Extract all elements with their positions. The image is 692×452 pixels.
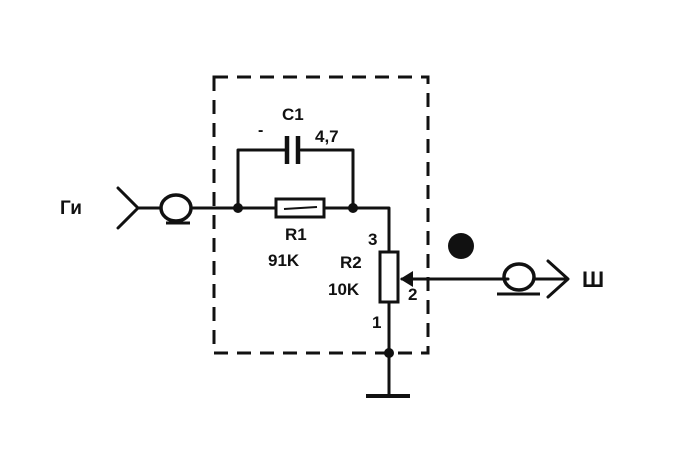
capacitor-c1 bbox=[284, 136, 301, 164]
r1-ref-label: R1 bbox=[285, 225, 307, 244]
junction-dot bbox=[233, 203, 243, 213]
r2-top-wire bbox=[351, 206, 391, 254]
pin-2-label: 2 bbox=[408, 285, 417, 304]
c1-value-label: 4,7 bbox=[315, 127, 339, 146]
c1-ref-label: C1 bbox=[282, 105, 304, 124]
output-connector-icon bbox=[497, 262, 540, 296]
input-label: Ги bbox=[60, 198, 82, 219]
polarity-mark: - bbox=[258, 122, 263, 139]
output-label: Ш bbox=[582, 267, 604, 292]
dashed-enclosure bbox=[212, 75, 430, 355]
output-arrow-icon bbox=[546, 259, 570, 299]
r1-value-label: 91K bbox=[268, 251, 300, 270]
junction-dot bbox=[348, 203, 358, 213]
marker-dot bbox=[448, 233, 474, 259]
r2-ref-label: R2 bbox=[340, 253, 362, 272]
r2-value-label: 10K bbox=[328, 280, 360, 299]
r1-body-mark bbox=[283, 206, 318, 210]
junction-dot bbox=[384, 348, 394, 358]
pin-3-label: 3 bbox=[368, 230, 377, 249]
wiper-arrow-icon bbox=[400, 271, 413, 287]
input-connector-icon bbox=[159, 193, 193, 225]
c1-branch-wire bbox=[236, 148, 355, 210]
potentiometer-r2 bbox=[378, 250, 400, 304]
input-arrow-icon bbox=[116, 186, 140, 230]
pin-1-label: 1 bbox=[372, 313, 381, 332]
